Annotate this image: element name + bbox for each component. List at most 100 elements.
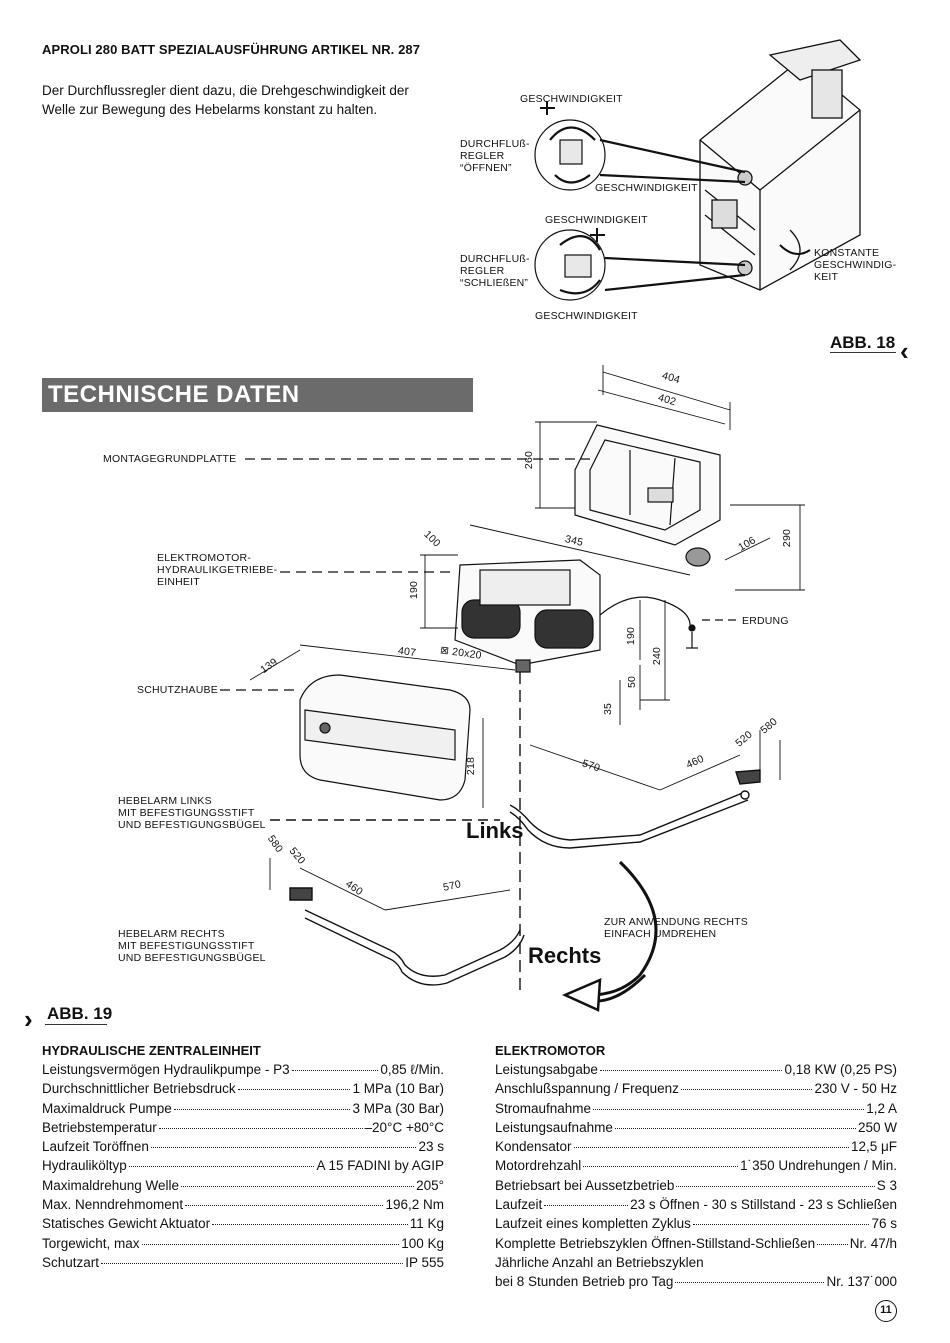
spec-leader-dots [675, 1282, 825, 1284]
spec-value: IP 555 [405, 1254, 444, 1270]
spec-row: Komplette Betriebszyklen Öffnen-Stillsta… [495, 1236, 897, 1255]
spec-leader-dots [185, 1205, 384, 1207]
links-label: Links [466, 818, 524, 843]
spec-key: Durchschnittlicher Betriebsdruck [42, 1081, 236, 1097]
spec-value: Nr. 47/h [849, 1235, 897, 1251]
spec-leader-dots [676, 1185, 875, 1187]
spec-key: Hydrauliköltyp [42, 1158, 127, 1174]
spec-key: Laufzeit Toröffnen [42, 1139, 149, 1155]
spec-value: Nr. 137˙000 [826, 1274, 897, 1290]
dim-407: 407 [397, 644, 417, 660]
figure-18-underline [830, 352, 896, 353]
figure-19-underline [45, 1024, 107, 1025]
motor-unit-drawing [280, 559, 740, 673]
spec-leader-dots [237, 1089, 351, 1091]
spec-key: Leistungsaufnahme [495, 1119, 613, 1135]
regler-open-label: DURCHFLUß- REGLER “ÖFFNEN” [460, 138, 530, 174]
dim-50: 50 [626, 675, 639, 689]
spec-key: Leistungsvermögen Hydraulikpumpe - P3 [42, 1062, 290, 1077]
spec-leader-dots [291, 1070, 379, 1071]
dimension-lines [469, 365, 805, 591]
spec-row: Betriebsart bei Aussetzbetrieb S 3 [495, 1178, 897, 1197]
spec-value: 100 Kg [401, 1235, 444, 1251]
lever-right-drawing [289, 887, 525, 986]
spec-leader-dots [212, 1224, 408, 1226]
spec-value: S 3 [876, 1177, 897, 1193]
intro-paragraph: Der Durchflussregler dient dazu, die Dre… [42, 83, 409, 117]
spec-value: 1 MPa (10 Bar) [352, 1081, 444, 1097]
spec-value: 76 s [871, 1216, 897, 1232]
motor-label: ELEKTROMOTOR- HYDRAULIKGETRIEBE- EINHEIT [157, 552, 278, 588]
dim-240: 240 [651, 646, 664, 666]
chevron-left-icon: ‹ [900, 336, 909, 366]
spec-leader-dots [101, 1262, 404, 1264]
montage-plate-drawing [245, 424, 721, 567]
spec-row: Laufzeit eines kompletten Zyklus 76 s [495, 1216, 897, 1235]
spec-key: Laufzeit eines kompletten Zyklus [495, 1216, 691, 1232]
hydraulik-title: HYDRAULISCHE ZENTRALEINHEIT [42, 1043, 261, 1058]
dim-190-left: 190 [408, 580, 421, 600]
spec-value: 0,18 KW (0,25 PS) [784, 1062, 897, 1077]
spec-value: 23 s Öffnen - 30 s Stillstand - 23 s Sch… [630, 1197, 897, 1213]
spec-key: bei 8 Stunden Betrieb pro Tag [495, 1274, 674, 1290]
constant-speed-arrow [779, 244, 811, 255]
spec-row: Maximaldruck Pumpe 3 MPa (30 Bar) [42, 1101, 444, 1120]
figure-18-caption: ABB. 18 [830, 333, 896, 352]
spec-value: 230 V - 50 Hz [814, 1081, 897, 1097]
elektromotor-title: ELEKTROMOTOR [495, 1043, 606, 1058]
spec-row: Betriebstemperatur–20°C +80°C [42, 1120, 444, 1139]
spec-value: 205° [416, 1177, 444, 1193]
spec-leader-dots [141, 1243, 400, 1245]
spec-key: Maximaldruck Pumpe [42, 1100, 172, 1116]
spec-value: 196,2 Nm [385, 1197, 444, 1213]
rechts-label: Rechts [528, 943, 602, 968]
regulator-open-detail [534, 101, 746, 191]
spec-key: Motordrehzahl [495, 1158, 582, 1174]
spec-leader-dots [181, 1185, 415, 1187]
umdrehen-label: ZUR ANWENDUNG RECHTS EINFACH UMDREHEN [604, 916, 749, 940]
spec-key: Kondensator [495, 1139, 572, 1155]
spec-leader-dots [593, 1108, 865, 1110]
spec-row: Maximaldrehung Welle 205° [42, 1178, 444, 1197]
spec-key: Betriebsart bei Aussetzbetrieb [495, 1177, 675, 1193]
spec-value: 12,5 μF [850, 1139, 897, 1155]
section-banner: TECHNISCHE DATEN [42, 378, 473, 412]
dim-218: 218 [465, 756, 478, 776]
page-heading: APROLI 280 BATT SPEZIALAUSFÜHRUNG ARTIKE… [42, 42, 421, 57]
spec-leader-dots [817, 1243, 848, 1245]
montage-label: MONTAGEGRUNDPLATTE [103, 453, 237, 465]
figure-19-caption: ABB. 19 [47, 1004, 113, 1023]
spec-row: Durchschnittlicher Betriebsdruck 1 MPa (1… [42, 1081, 444, 1100]
dim-290: 290 [781, 528, 794, 548]
spec-key: Maximaldrehung Welle [42, 1177, 180, 1193]
spec-leader-dots [680, 1089, 813, 1091]
spec-leader-dots [692, 1224, 870, 1226]
spec-key: Betriebstemperatur [42, 1119, 157, 1135]
spec-key: Statisches Gewicht Aktuator [42, 1216, 211, 1232]
spec-value: 11 Kg [409, 1216, 444, 1232]
spec-row: Leistungsvermögen Hydraulikpumpe - P3 0,8… [42, 1062, 444, 1081]
spec-value: 0,85 ℓ/Min. [380, 1062, 444, 1077]
schutzhaube-label: SCHUTZHAUBE [137, 684, 218, 696]
spec-leader-dots [173, 1108, 351, 1110]
spec-key: Stromaufnahme [495, 1100, 592, 1116]
spec-leader-dots [599, 1070, 783, 1071]
chevron-right-icon: › [24, 1004, 33, 1034]
spec-leader-dots [150, 1147, 417, 1149]
spec-value: 3 MPa (30 Bar) [352, 1100, 444, 1116]
spec-key: Komplette Betriebszyklen Öffnen-Stillsta… [495, 1235, 816, 1251]
spec-leader-dots [614, 1127, 856, 1129]
speed-label-open-minus: GESCHWINDIGKEIT [595, 182, 698, 194]
spec-row: bei 8 Stunden Betrieb pro Tag Nr. 137˙000 [495, 1274, 897, 1293]
